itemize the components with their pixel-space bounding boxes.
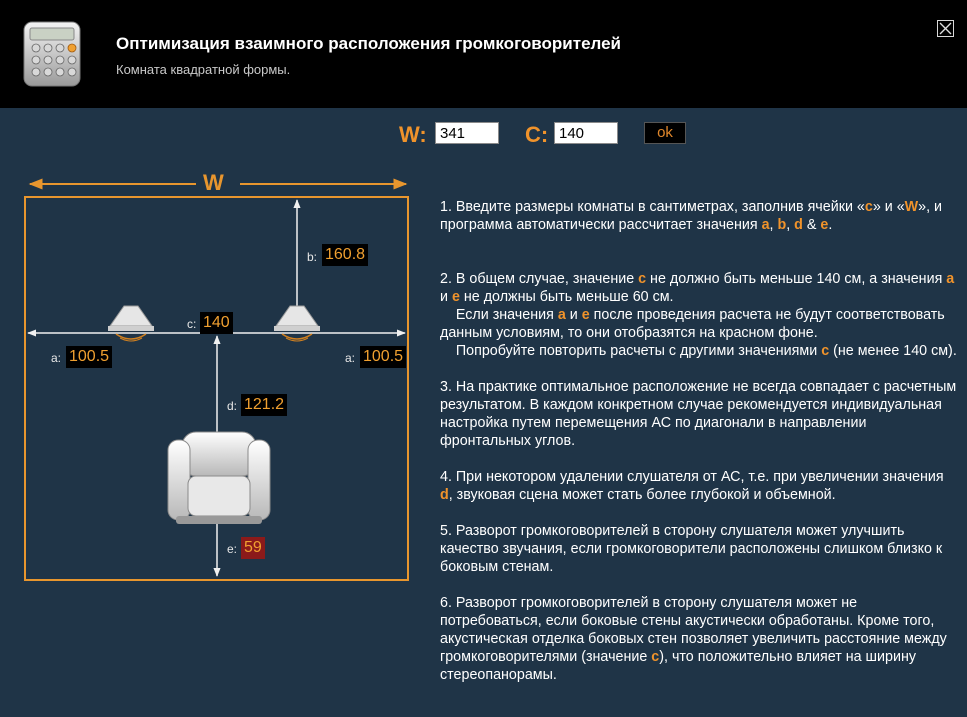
- close-button[interactable]: [937, 20, 954, 37]
- ok-button[interactable]: ok: [644, 122, 686, 144]
- c-label: C:: [525, 122, 549, 147]
- instructions-text: 1. Введите размеры комнаты в сантиметрах…: [440, 198, 960, 702]
- w-label: W:: [399, 122, 427, 147]
- instruction-4: 4. При некотором удалении слушателя от А…: [440, 469, 944, 503]
- e-value: 59: [241, 537, 265, 559]
- dimension-inputs: W: C: ok: [0, 120, 967, 150]
- b-value: 160.8: [322, 244, 369, 266]
- a-right-label: a:: [345, 351, 356, 365]
- room-diagram: W b: 160.8 c: 140 a: 100.5 a: 100.5 d: 1…: [0, 160, 430, 600]
- d-label: d:: [227, 399, 238, 413]
- instruction-6: 6. Разворот громкоговорителей в сторону …: [440, 595, 947, 683]
- header-bar: Оптимизация взаимного расположения громк…: [0, 0, 967, 108]
- calculator-icon: [23, 21, 81, 87]
- width-input[interactable]: [435, 122, 499, 144]
- left-speaker-icon: [108, 305, 154, 342]
- c-value: 140: [200, 312, 233, 334]
- d-value: 121.2: [241, 394, 288, 416]
- armchair-icon: [167, 431, 271, 524]
- w-dimension-label: W: [203, 170, 224, 195]
- instruction-1: 1. Введите размеры комнаты в сантиметрах…: [440, 199, 943, 233]
- a-left-value: 100.5: [66, 346, 113, 368]
- a-right-value: 100.5: [360, 346, 407, 368]
- e-label: e:: [227, 542, 238, 556]
- room-diagram-lines: [24, 178, 409, 581]
- instruction-5: 5. Разворот громкоговорителей в сторону …: [440, 523, 943, 575]
- right-speaker-icon: [274, 305, 320, 342]
- a-left-label: a:: [51, 351, 62, 365]
- c-input[interactable]: [554, 122, 618, 144]
- b-label: b:: [307, 250, 318, 264]
- close-icon: [939, 22, 952, 35]
- dialog-title: Оптимизация взаимного расположения громк…: [116, 34, 622, 53]
- c-dimension-label: c:: [187, 317, 197, 331]
- instruction-3: 3. На практике оптимальное расположение …: [440, 379, 957, 449]
- instruction-2: 2. В общем случае, значение c не должно …: [440, 271, 957, 359]
- dialog-subtitle: Комната квадратной формы.: [116, 62, 291, 77]
